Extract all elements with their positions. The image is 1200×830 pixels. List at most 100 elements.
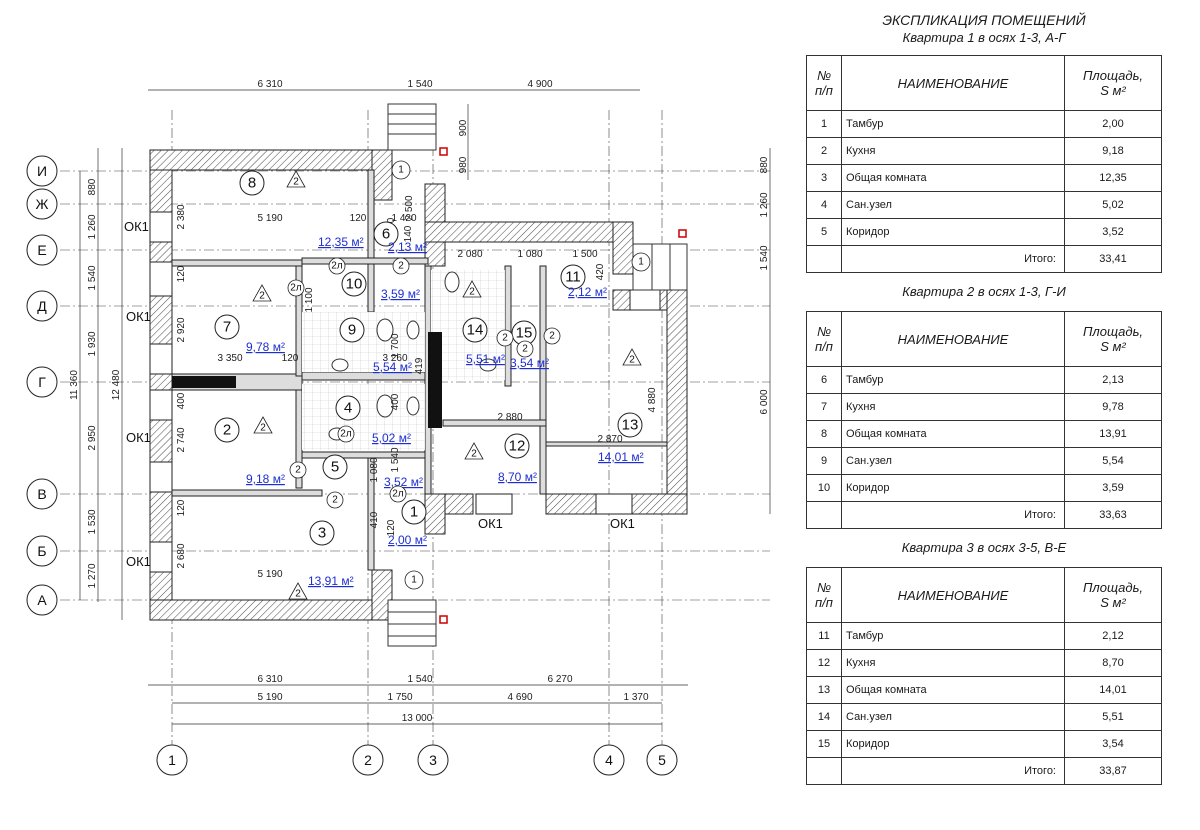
- dimension-value: 1 420: [391, 213, 416, 224]
- apartment-subtitle: Квартира 1 в осях 1-3, А-Г: [902, 30, 1066, 45]
- door-mark-label: 2: [332, 495, 338, 506]
- room-name: Кухня: [841, 393, 1065, 421]
- window-label: ОК1: [478, 516, 503, 531]
- dimension-value: 2 950: [87, 425, 98, 450]
- bathroom-floors: [302, 270, 505, 450]
- room-number-marker: 10: [341, 271, 367, 297]
- column-axis-label: 2: [364, 752, 372, 768]
- dimension-value: 1 540: [759, 245, 770, 270]
- door-mark: 2: [496, 329, 514, 347]
- room-number-label: 7: [223, 319, 231, 336]
- room-area: 2,12: [1064, 622, 1162, 650]
- column-axis-2: 2: [352, 744, 384, 776]
- room-number-marker: 11: [560, 264, 586, 290]
- door-mark-label: 1: [398, 165, 404, 176]
- room-number-marker: 4: [335, 395, 361, 421]
- dimension-value: 410: [369, 511, 380, 528]
- door-mark: 2л: [389, 485, 407, 503]
- dimension-value: 420: [595, 263, 606, 280]
- dimension-value: 1 930: [87, 331, 98, 356]
- dimension-value: 980: [458, 156, 469, 173]
- room-number-marker: 8: [239, 170, 265, 196]
- dimension-value: 1 540: [87, 265, 98, 290]
- door-mark-label: 2: [398, 261, 404, 272]
- section-triangle: 2: [622, 348, 642, 366]
- room-area: 5,51: [1064, 703, 1162, 731]
- section-triangle: 2: [462, 280, 482, 298]
- door-mark: 2: [326, 491, 344, 509]
- dimension-value: 1 540: [407, 79, 432, 90]
- room-number-marker: 3: [309, 520, 335, 546]
- room-number-marker: 5: [322, 454, 348, 480]
- room-number-marker: 7: [214, 314, 240, 340]
- room-name: Коридор: [841, 218, 1065, 246]
- row-axis-label: Б: [37, 543, 46, 559]
- dimension-value: 3 260: [382, 353, 407, 364]
- dimension-value: 2 740: [176, 427, 187, 452]
- dimension-value: 2 880: [497, 412, 522, 423]
- room-name: Общая комната: [841, 420, 1065, 448]
- dimension-value: 2 870: [597, 434, 622, 445]
- room-number: 13: [806, 676, 842, 704]
- section-triangle-label: 2: [629, 355, 635, 366]
- section-triangle: 2: [252, 284, 272, 302]
- room-number: 10: [806, 474, 842, 502]
- dimension-value: 120: [350, 213, 367, 224]
- door-mark: 2: [516, 340, 534, 358]
- window-label: ОК1: [126, 430, 151, 445]
- window-label: ОК1: [124, 219, 149, 234]
- room-number: 9: [806, 447, 842, 475]
- door-mark: 2л: [328, 257, 346, 275]
- dimension-value: 2 380: [176, 204, 187, 229]
- room-number: 15: [806, 730, 842, 758]
- room-number-label: 13: [622, 417, 639, 434]
- window-openings: [149, 211, 661, 573]
- room-area-label: 2,13 м²: [388, 240, 427, 254]
- dimension-value: 400: [176, 392, 187, 409]
- column-axis-label: 1: [168, 752, 176, 768]
- room-area: 2,00: [1064, 110, 1162, 138]
- room-number: 3: [806, 164, 842, 192]
- dimension-value: 1 530: [87, 509, 98, 534]
- total-value: 33,63: [1064, 501, 1162, 529]
- dimension-value: 1 080: [517, 249, 542, 260]
- room-area-label: 9,78 м²: [246, 340, 285, 354]
- dimension-value: 4 880: [647, 387, 658, 412]
- row-axis-label: Е: [37, 242, 46, 258]
- dimension-value: 4 690: [507, 692, 532, 703]
- dimension-value: 120: [386, 519, 397, 536]
- dimension-value: 13 000: [402, 713, 433, 724]
- room-name: Тамбур: [841, 622, 1065, 650]
- window-label: ОК1: [126, 309, 151, 324]
- room-name: Общая комната: [841, 676, 1065, 704]
- dimension-value: 12 480: [111, 369, 122, 400]
- room-number: 1: [806, 110, 842, 138]
- room-area: 12,35: [1064, 164, 1162, 192]
- dimension-value: 1 080: [369, 457, 380, 482]
- header-num: № п/п: [806, 55, 842, 111]
- room-number-label: 5: [331, 459, 339, 476]
- column-axis-5: 5: [646, 744, 678, 776]
- door-mark-label: 2: [522, 344, 528, 355]
- room-number: 2: [806, 137, 842, 165]
- door-mark: 2: [543, 327, 561, 345]
- dimension-value: 1 260: [759, 192, 770, 217]
- header-name: НАИМЕНОВАНИЕ: [841, 55, 1065, 111]
- section-triangle-label: 2: [293, 177, 299, 188]
- section-triangle-label: 2: [259, 291, 265, 302]
- header-area: Площадь, S м²: [1064, 567, 1162, 623]
- dimension-value: 6 310: [257, 674, 282, 685]
- total-value: 33,87: [1064, 757, 1162, 785]
- room-number-marker: 14: [462, 317, 488, 343]
- total-blank: [806, 757, 842, 785]
- room-number-label: 4: [344, 400, 352, 417]
